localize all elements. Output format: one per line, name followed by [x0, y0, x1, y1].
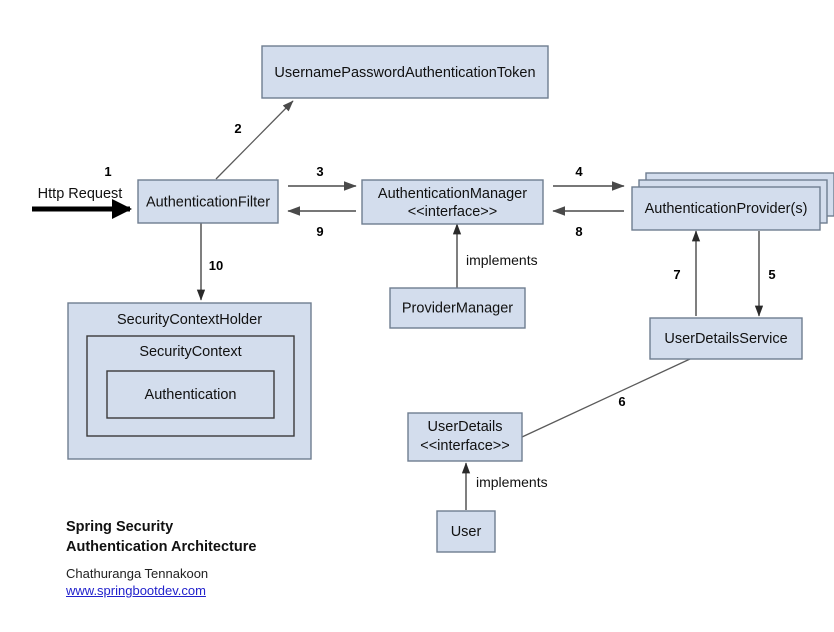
node-username-password-authentication-token[interactable]: UsernamePasswordAuthenticationToken: [261, 45, 549, 99]
caption-title-line2: Authentication Architecture: [66, 538, 257, 555]
node-providermanager-label: ProviderManager: [402, 300, 513, 316]
step-label-7: 7: [673, 267, 680, 282]
node-uds-label: UserDetailsService: [664, 331, 787, 347]
node-authentication[interactable]: Authentication: [106, 370, 275, 419]
node-authentication-provider[interactable]: AuthenticationProvider(s): [631, 172, 834, 231]
node-user-label: User: [451, 524, 482, 540]
node-authentication-label: Authentication: [145, 387, 237, 403]
caption-title: Spring Security Authentication Architect…: [66, 518, 256, 557]
http-request-label: Http Request: [38, 186, 123, 202]
step-label-10: 10: [209, 258, 223, 273]
implements-label-provider-manager: implements: [466, 252, 538, 268]
caption-website-link[interactable]: www.springbootdev.com: [66, 583, 206, 599]
step-label-8: 8: [575, 224, 582, 239]
node-user[interactable]: User: [436, 510, 496, 553]
step-label-3: 3: [316, 164, 323, 179]
node-userdetails-stereotype: <<interface>>: [420, 438, 510, 454]
step-label-6: 6: [618, 394, 625, 409]
node-userdetails-label: UserDetails: [428, 419, 503, 435]
node-manager-stereotype: <<interface>>: [408, 204, 498, 220]
caption-title-line1: Spring Security: [66, 519, 174, 535]
step-label-9: 9: [316, 224, 323, 239]
caption-block: Spring Security Authentication Architect…: [66, 518, 256, 600]
caption-author: Chathuranga Tennakoon: [66, 566, 209, 582]
node-holder-label: SecurityContextHolder: [117, 312, 262, 328]
node-token-label: UsernamePasswordAuthenticationToken: [274, 65, 535, 81]
step-label-1: 1: [104, 164, 111, 179]
node-security-context[interactable]: SecurityContext Authentication: [86, 335, 295, 437]
node-security-context-holder[interactable]: SecurityContextHolder SecurityContext Au…: [67, 302, 312, 460]
step-label-5: 5: [768, 267, 775, 282]
node-user-details[interactable]: UserDetails <<interface>>: [407, 412, 523, 462]
node-context-label: SecurityContext: [139, 344, 241, 360]
node-provider-label: AuthenticationProvider(s): [645, 201, 808, 217]
edge-filter-to-token: [215, 100, 294, 180]
node-provider-manager[interactable]: ProviderManager: [389, 287, 526, 329]
step-label-2: 2: [234, 121, 241, 136]
node-manager-label: AuthenticationManager: [378, 186, 527, 202]
implements-label-user: implements: [476, 474, 548, 490]
step-label-4: 4: [575, 164, 583, 179]
edge-uds-to-userdetails: [521, 358, 691, 438]
node-filter-label: AuthenticationFilter: [146, 194, 270, 210]
node-authentication-filter[interactable]: AuthenticationFilter: [137, 179, 279, 224]
node-authentication-manager[interactable]: AuthenticationManager <<interface>>: [361, 179, 544, 225]
node-user-details-service[interactable]: UserDetailsService: [649, 317, 803, 360]
